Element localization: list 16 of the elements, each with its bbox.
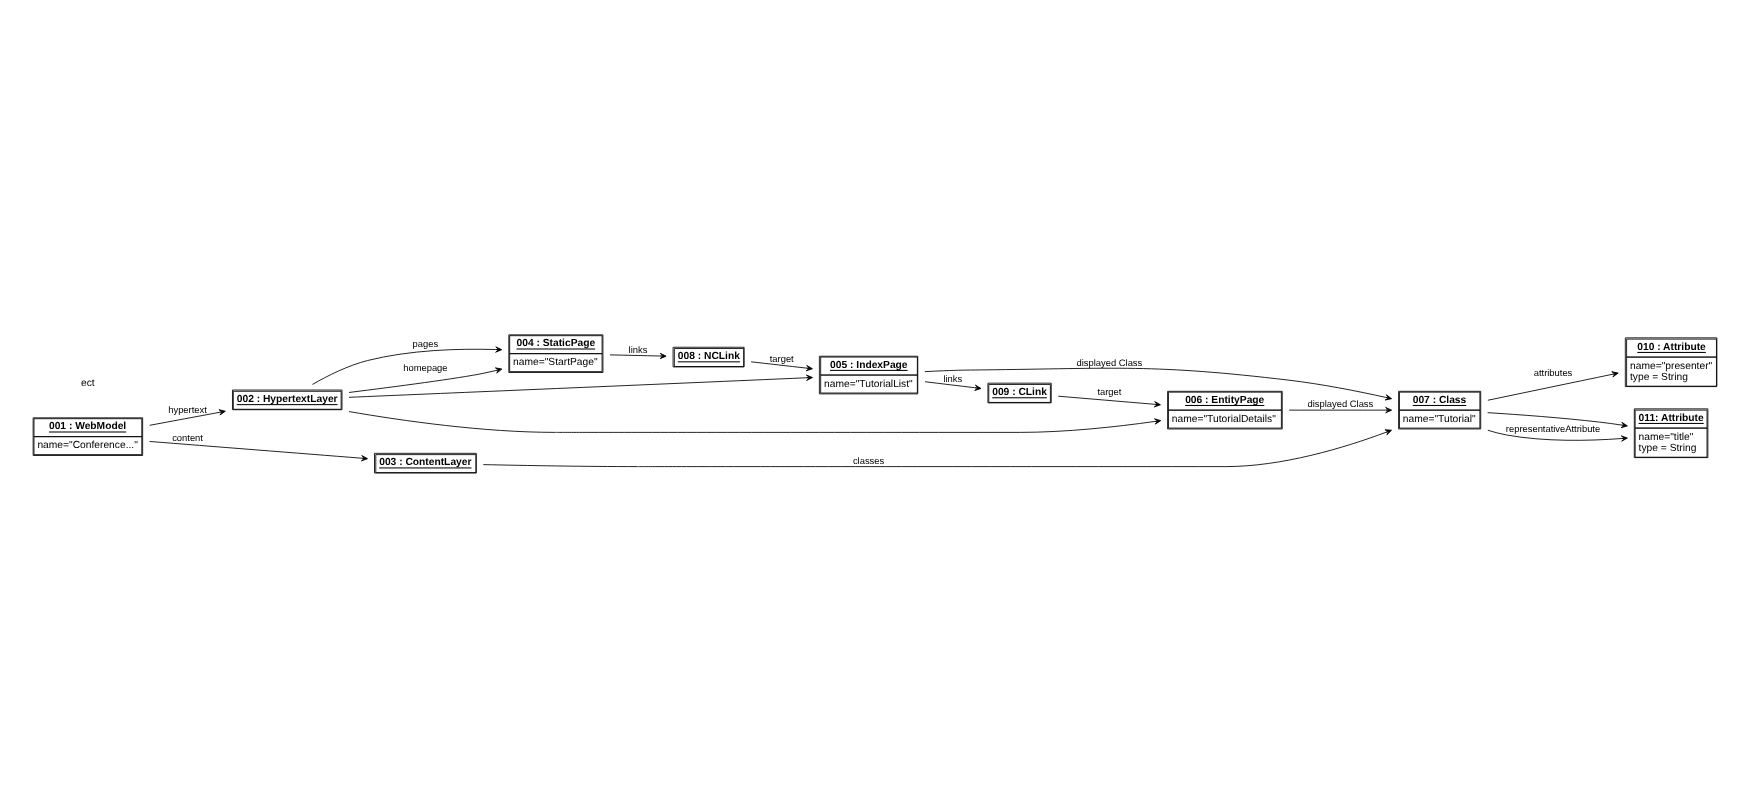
- arrow: [149, 440, 368, 461]
- arrow: [482, 428, 1392, 467]
- arrow: [924, 366, 1392, 400]
- arrow: [609, 351, 667, 359]
- arrow: [348, 410, 1162, 432]
- arrow: [348, 366, 503, 392]
- arrow: [924, 380, 982, 390]
- arrow: [149, 408, 226, 425]
- arrow: [1057, 394, 1161, 407]
- arrow: [312, 345, 503, 384]
- arrow: [1487, 370, 1619, 400]
- arrow: [750, 360, 813, 371]
- arrow: [1487, 428, 1628, 441]
- arrow: [348, 373, 813, 397]
- arrow: [1487, 411, 1628, 428]
- arrow: [1288, 406, 1393, 413]
